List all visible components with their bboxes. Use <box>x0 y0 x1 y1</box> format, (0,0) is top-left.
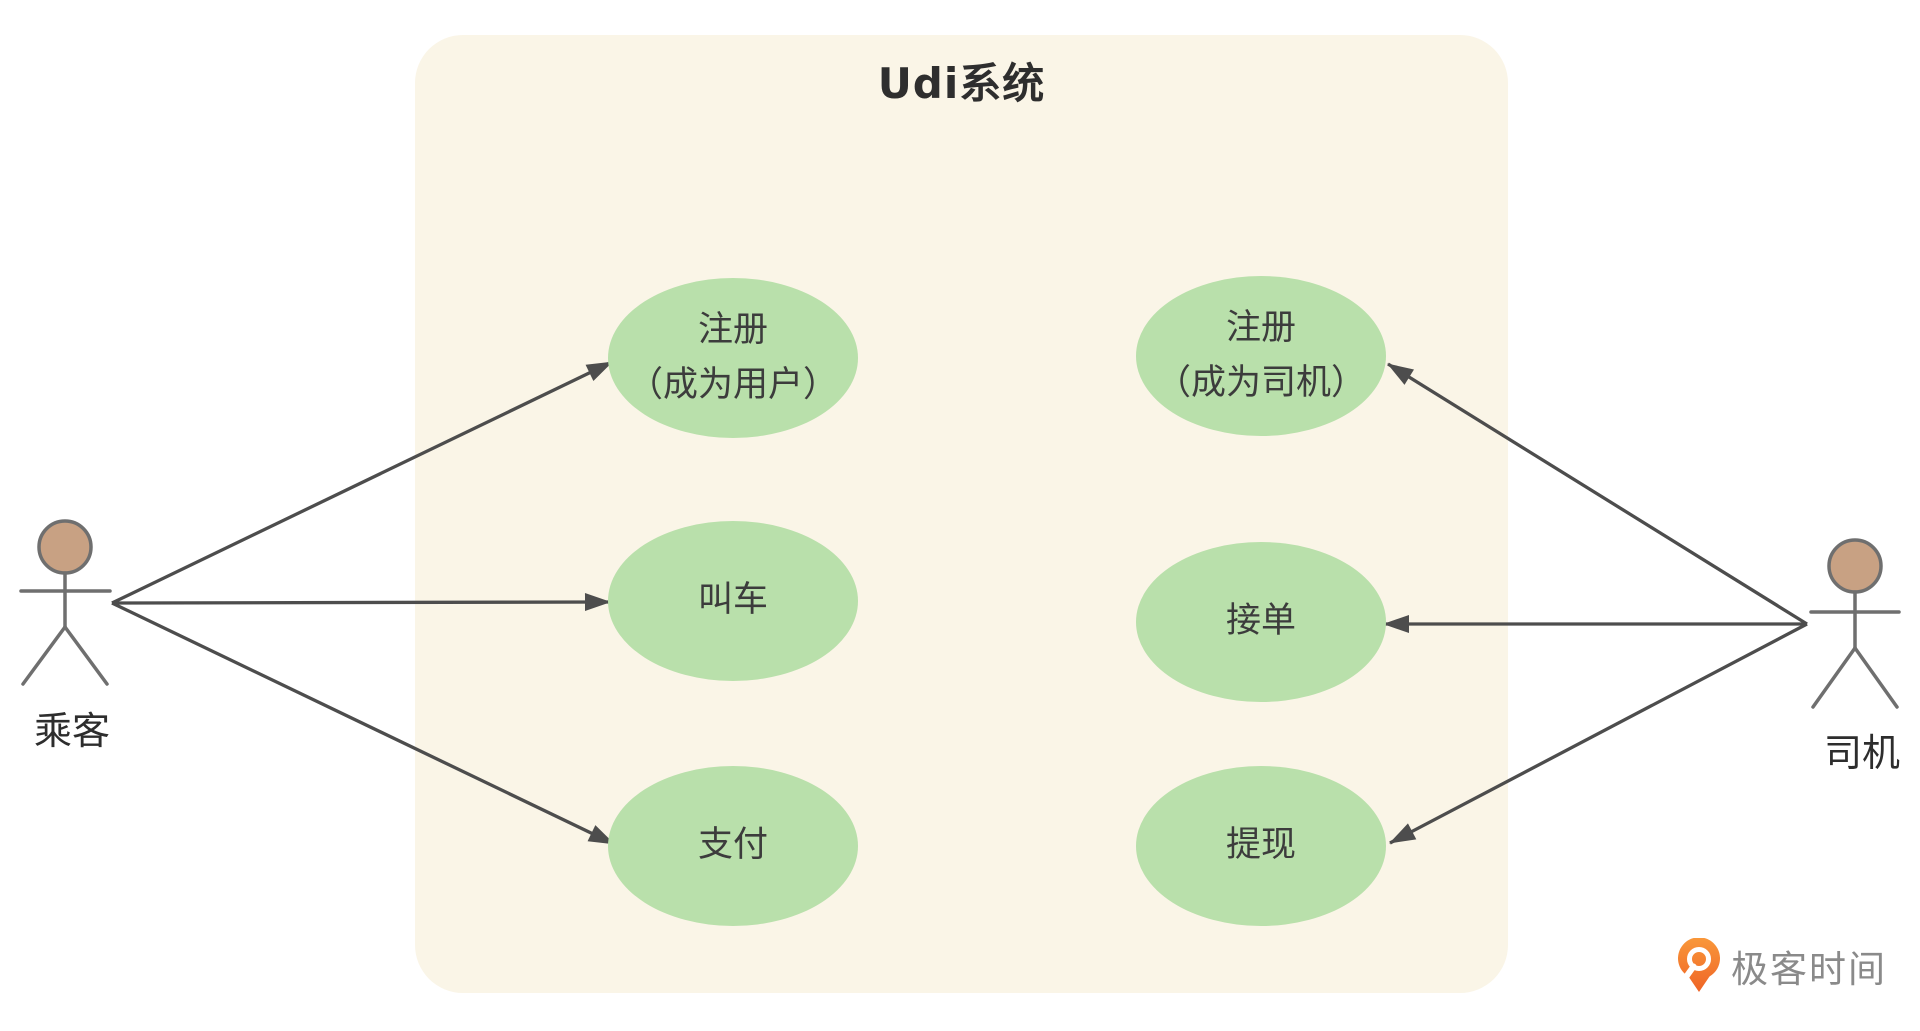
driver-associations <box>1383 362 1808 845</box>
brand-logo: 极客时间 <box>1676 938 1887 994</box>
geektime-pin-icon <box>1678 938 1720 992</box>
arrow-driver-withdraw <box>1389 622 1808 845</box>
diagram-title: Udi系统 <box>877 59 1046 108</box>
arrow-passenger-register <box>111 360 613 605</box>
arrow-passenger-call-car <box>111 593 611 612</box>
brand-logo-text: 极客时间 <box>1731 948 1887 991</box>
usecase-register-driver: 注册 （成为司机） <box>1136 276 1386 436</box>
passenger-actor-figure <box>19 519 112 686</box>
passenger-head <box>37 519 93 575</box>
usecase-label-line: 叫车 <box>697 580 768 621</box>
driver-leg-right <box>1853 646 1899 709</box>
usecase-label-line: 注册 <box>697 309 768 350</box>
usecase-accept-order: 接单 <box>1136 542 1386 702</box>
usecase-label-line: （成为司机） <box>1155 363 1366 403</box>
usecase-call-car: 叫车 <box>608 521 858 681</box>
driver-actor-label: 司机 <box>1823 731 1900 775</box>
passenger-leg-left <box>21 625 67 686</box>
driver-actor-figure <box>1809 538 1901 709</box>
passenger-associations <box>111 360 615 846</box>
usecase-pay: 支付 <box>608 766 858 926</box>
usecase-label-line: 支付 <box>697 825 768 866</box>
passenger-leg-right <box>63 625 109 686</box>
arrow-driver-register <box>1387 362 1808 626</box>
passenger-actor-label: 乘客 <box>33 709 110 753</box>
usecase-withdraw: 提现 <box>1136 766 1386 926</box>
usecase-label-line: 提现 <box>1225 825 1296 866</box>
driver-leg-left <box>1811 646 1857 709</box>
driver-head <box>1827 538 1883 594</box>
usecase-label-line: 注册 <box>1225 307 1296 348</box>
usecase-register-user: 注册 （成为用户） <box>608 278 858 438</box>
arrow-passenger-pay <box>111 601 615 846</box>
usecase-label-line: 接单 <box>1225 601 1296 642</box>
usecase-label-line: （成为用户） <box>627 365 838 405</box>
